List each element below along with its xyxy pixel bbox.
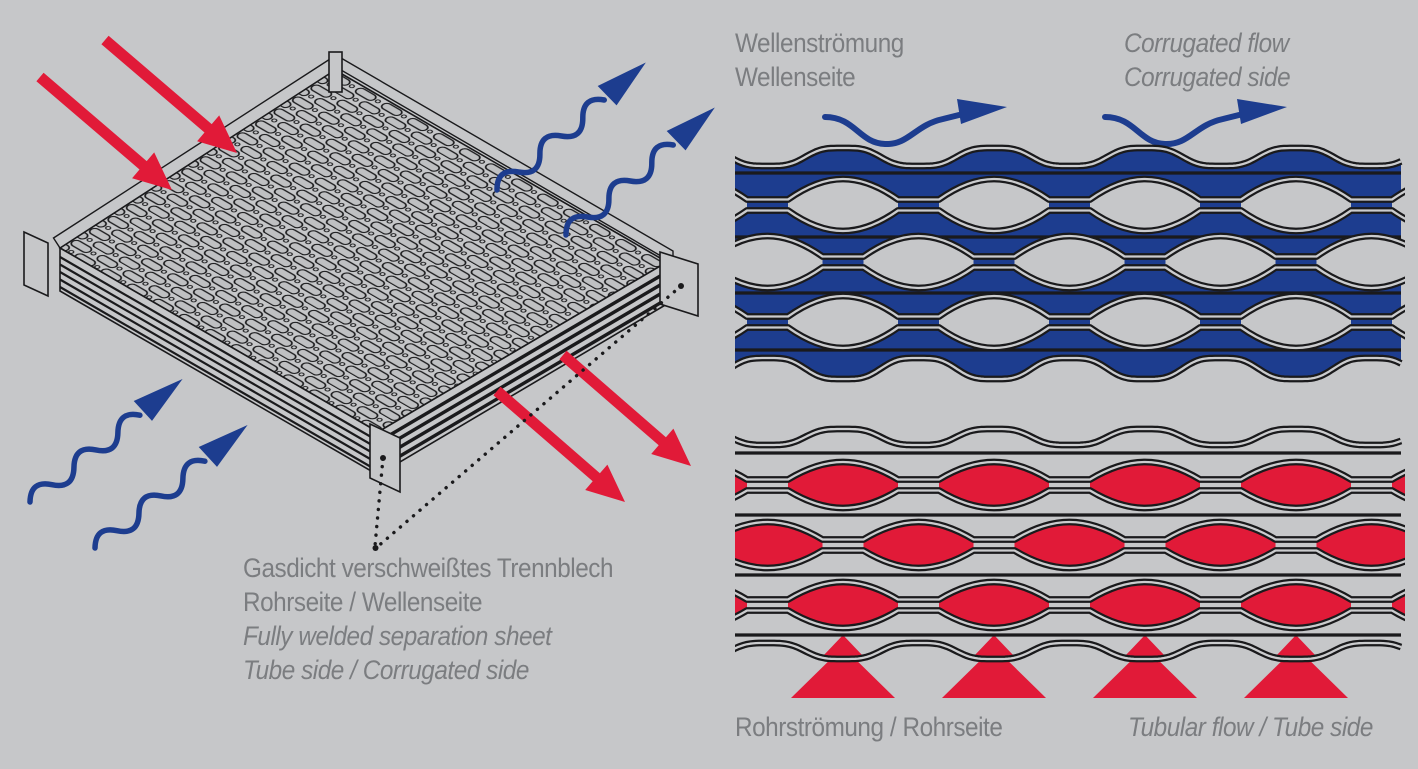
sheet-stack-left-face xyxy=(59,246,379,477)
tube-flow-up-arrow xyxy=(1093,647,1197,698)
separation-sheet-label: Gasdicht verschweißtes Trennblech Rohrse… xyxy=(243,551,614,687)
tube-flow-up-arrow xyxy=(1276,635,1316,671)
corrugated-inflow-arrows xyxy=(21,369,257,558)
tube-flow-up-arrow xyxy=(791,647,895,698)
end-plate-top xyxy=(328,51,343,93)
red-arrow-icon xyxy=(36,72,173,190)
tube-matrix-face xyxy=(58,69,669,433)
tube-flow-up-arrow xyxy=(942,647,1046,698)
corrugated-label-de: Wellenströmung Wellenseite xyxy=(735,28,904,92)
tube-side-pattern xyxy=(735,425,1405,698)
leader-lines xyxy=(372,283,684,551)
tube-flow-up-arrow xyxy=(974,635,1014,671)
blue-wavy-arrow-icon xyxy=(21,369,192,512)
red-arrow-icon xyxy=(101,35,238,153)
corrugated-side-pattern xyxy=(735,144,1405,383)
blue-dip-arrow-icon xyxy=(1102,99,1287,148)
corrugated-flow-direction-arrows xyxy=(822,99,1287,148)
label-line-en-2: Tube side / Corrugated side xyxy=(243,655,529,685)
label-line-de-1: Gasdicht verschweißtes Trennblech xyxy=(243,553,614,583)
corrugated-label-en: Corrugated flow Corrugated side xyxy=(1124,28,1291,92)
tube-flow-up-arrow xyxy=(1125,635,1165,671)
heat-exchanger-isometric xyxy=(0,35,720,769)
red-arrow-icon xyxy=(493,386,625,502)
tube-flow-up-arrow xyxy=(1244,647,1348,698)
blue-dip-arrow-icon xyxy=(822,99,1007,148)
blue-wavy-arrow-icon xyxy=(86,415,257,558)
tubular-label-en: Tubular flow / Tube side xyxy=(1128,712,1373,742)
end-plate-left xyxy=(23,230,49,298)
cross-section-diagrams xyxy=(735,99,1405,698)
tube-outflow-arrows xyxy=(493,350,691,502)
tube-flow-up-arrow xyxy=(823,635,863,671)
tubular-label-de: Rohrströmung / Rohrseite xyxy=(735,712,1003,742)
label-line-en-1: Fully welded separation sheet xyxy=(243,621,552,651)
tube-inflow-arrows xyxy=(36,35,238,190)
red-arrow-icon xyxy=(559,350,691,466)
label-line-de-2: Rohrseite / Wellenseite xyxy=(243,587,483,617)
